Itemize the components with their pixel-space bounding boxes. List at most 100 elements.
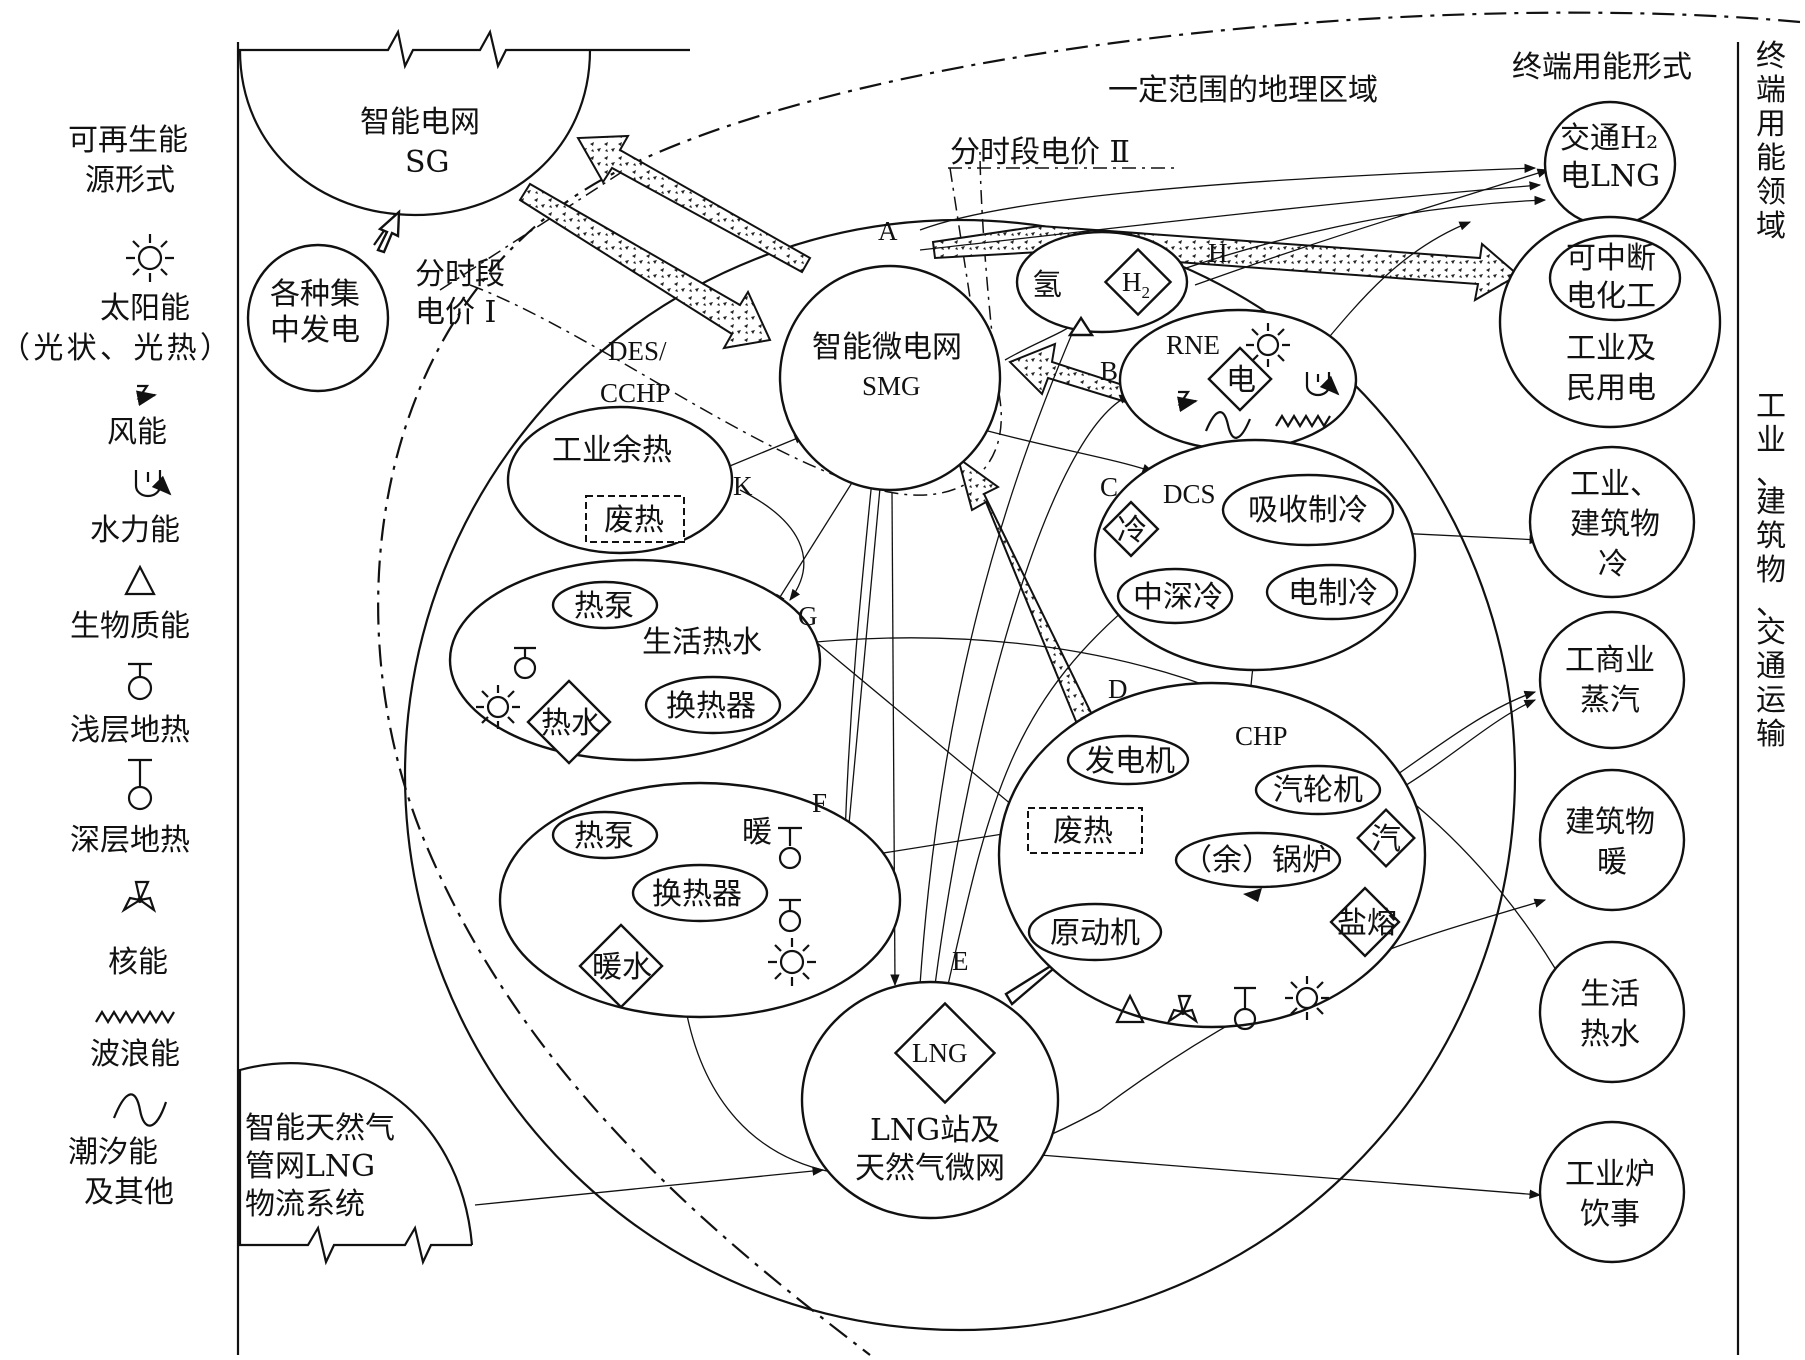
region-boundary — [377, 11, 1801, 1356]
smg-node — [778, 264, 1002, 492]
terminal-chemical — [1548, 234, 1682, 322]
chp-to-smg-arrow — [956, 455, 1100, 738]
central-gen-label-1: 各种集 — [270, 277, 360, 312]
terminal-hot-water-line2: 热水 — [1580, 1017, 1640, 1052]
left-item-0: 太阳能 — [100, 291, 190, 326]
hot-water-sun-icon — [476, 685, 520, 729]
svg-text:通: 通 — [1756, 649, 1786, 684]
break-line-top — [238, 28, 690, 70]
left-item-8: 波浪能 — [90, 1037, 180, 1072]
svg-text:用: 用 — [1756, 107, 1786, 142]
waste-ind-label: 工业余热 — [552, 433, 672, 468]
absorption-label: 吸收制冷 — [1248, 493, 1368, 528]
svg-text:工: 工 — [1756, 389, 1786, 424]
left-item-9: 潮汐能 — [68, 1135, 158, 1170]
terminal-industry-line2: 民用电 — [1566, 371, 1656, 406]
rne-to-smg-arrow — [1008, 342, 1134, 404]
terminal-hot-water-line1: 生活 — [1580, 977, 1640, 1012]
heat-pump-node-1 — [551, 580, 659, 630]
biomass-triangle-h — [1067, 315, 1095, 337]
hot-water-title: 生活热水 — [642, 625, 762, 660]
tou-divider — [439, 169, 626, 291]
biomass-triangle-icon — [124, 564, 156, 596]
break-line-bottom — [238, 1225, 472, 1266]
absorption-cooling-node — [1221, 473, 1395, 547]
terminal-furnace-line2: 饮事 — [1580, 1197, 1640, 1232]
heating-deep-geo-icon — [778, 826, 802, 870]
cold-diamond — [1102, 500, 1160, 558]
left-item-5: 浅层地热 — [70, 713, 190, 748]
left-item-3: 水力能 — [90, 513, 180, 548]
terminal-chemical-line1: 可中断 — [1566, 241, 1656, 276]
letter-d: D — [1108, 674, 1128, 704]
electric-cooling-node — [1265, 563, 1399, 621]
rne-wave-icon — [1275, 413, 1331, 429]
lng-label-2: 天然气微网 — [855, 1151, 1005, 1186]
letter-c: C — [1100, 472, 1118, 502]
rne-hydro-icon — [1305, 372, 1338, 395]
warm-water-diamond-label: 暖水 — [592, 950, 652, 985]
chp-hub-dot — [1243, 888, 1262, 902]
hydro-icon — [134, 470, 170, 496]
salt-label: 盐熔 — [1337, 906, 1397, 941]
exchanger-node-1 — [644, 675, 782, 735]
svg-text:物: 物 — [1756, 553, 1786, 588]
gas-grid-label-3: 物流系统 — [245, 1187, 365, 1222]
generator-node — [1066, 734, 1190, 786]
gas-grid-shape — [238, 1062, 474, 1246]
hot-water-diamond-label: 热水 — [541, 706, 601, 741]
des-label-1: DES/ — [608, 336, 667, 366]
left-title-1: 可再生能 — [68, 123, 188, 158]
left-item-6: 深层地热 — [70, 823, 190, 858]
nuclear-icon — [121, 880, 157, 914]
turbine-label: 汽轮机 — [1273, 773, 1363, 808]
terminal-furnace — [1538, 1120, 1686, 1264]
h2-label: H2 — [1122, 267, 1150, 302]
chp-nuclear-icon — [1166, 994, 1199, 1024]
right-column-bottom: 工 业 、 建 筑 物 、 交 通 运 输 — [1756, 389, 1786, 752]
rne-label: RNE — [1166, 330, 1220, 360]
chp-deep-geo-icon — [1233, 986, 1257, 1031]
left-item-10: 及其他 — [84, 1175, 174, 1210]
sg-to-smg-arrow — [518, 182, 772, 350]
letter-f: F — [812, 788, 827, 818]
right-column-top: 终 端 用 能 领 域 — [1756, 39, 1786, 244]
rne-wind-icon — [1177, 390, 1198, 413]
smg-label-1: 智能微电网 — [812, 330, 962, 365]
lng-diamond-label: LNG — [912, 1038, 968, 1068]
heating-shallow-geo-icon — [778, 898, 802, 933]
waste-heat-label: 废热 — [604, 503, 664, 538]
chp-sun-icon — [1285, 976, 1329, 1020]
heating-sun-icon — [768, 938, 816, 986]
tou2-label: 分时段电价 Ⅱ — [950, 135, 1130, 170]
central-gen-label-2: 中发电 — [270, 313, 360, 348]
chp-waste-label: 废热 — [1053, 814, 1113, 849]
deep-geothermal-icon — [127, 758, 153, 811]
exchanger-node-2 — [631, 863, 769, 923]
svg-text:交: 交 — [1756, 615, 1786, 650]
terminal-cold — [1528, 445, 1696, 599]
prime-mover-node — [1027, 902, 1163, 962]
deep-cooling-node — [1116, 567, 1234, 625]
left-title-2: 源形式 — [85, 163, 175, 198]
terminal-steam — [1538, 610, 1686, 750]
letter-g: G — [798, 601, 818, 631]
svg-text:域: 域 — [1756, 209, 1786, 244]
tou1-label-2: 电价 Ⅰ — [415, 295, 496, 330]
smart-grid-shape — [238, 49, 592, 217]
lng-label-1: LNG站及 — [870, 1113, 1000, 1148]
terminal-industry-line1: 工业及 — [1566, 331, 1656, 366]
terminal-transport-line1: 交通H₂ — [1560, 121, 1658, 156]
hydrogen-label: 氢 — [1032, 268, 1062, 303]
chp-waste-heat-box — [1027, 807, 1143, 854]
svg-text:、: 、 — [1756, 587, 1786, 622]
wave-icon — [95, 1009, 175, 1025]
lng-node — [800, 980, 1060, 1220]
terminal-heating — [1538, 768, 1686, 912]
sg-label-1: 智能电网 — [360, 105, 480, 140]
smg-label-2: SMG — [862, 371, 921, 401]
svg-text:建: 建 — [1756, 485, 1786, 520]
terminal-hot-water — [1538, 940, 1686, 1084]
waste-heat-box — [585, 495, 685, 543]
heat-pump-label-2: 热泵 — [574, 819, 634, 854]
